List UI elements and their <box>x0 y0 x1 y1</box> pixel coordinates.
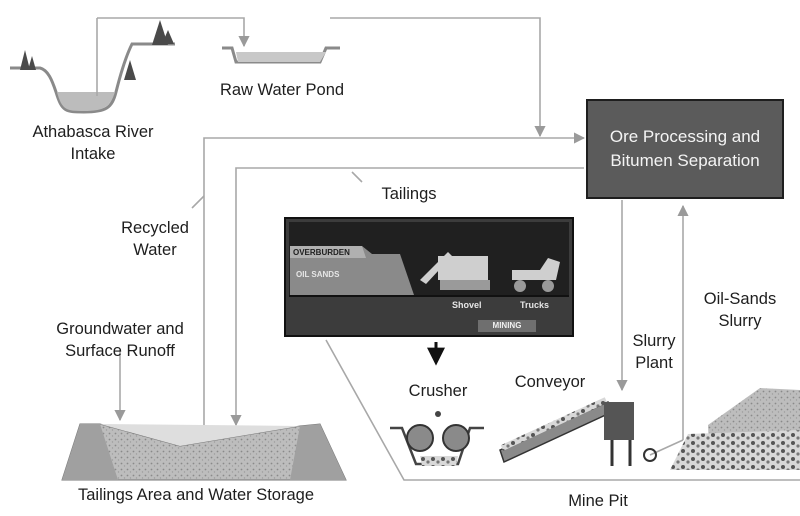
trucks-label: Trucks <box>520 300 550 310</box>
conveyor-illustration <box>499 397 657 466</box>
slurry-plant-label-line2: Plant <box>635 354 673 372</box>
conveyor-label: Conveyor <box>514 373 586 391</box>
mining-label: MINING <box>492 321 522 330</box>
oil-sands-slurry-label-line1: Oil-Sands <box>703 290 777 308</box>
ore-processing-box: Ore Processing and Bitumen Separation <box>586 99 784 199</box>
groundwater-label-line1: Groundwater and <box>56 320 184 338</box>
flow-lines <box>96 17 800 481</box>
ore-processing-label-line1: Ore Processing and <box>609 127 761 146</box>
truck-icon <box>512 258 560 292</box>
shovel-label: Shovel <box>452 300 482 310</box>
crusher-illustration <box>390 411 484 466</box>
slurry-plant-label: Slurry Plant <box>622 330 686 374</box>
shovel-icon <box>420 252 490 290</box>
recycled-label-line2: Water <box>133 241 177 259</box>
recycled-water-label: Recycled Water <box>110 217 200 261</box>
ore-processing-label-line2: Bitumen Separation <box>610 151 760 170</box>
oil-sands-slurry-label: Oil-Sands Slurry <box>692 288 788 332</box>
groundwater-label-line2: Surface Runoff <box>65 342 175 360</box>
tailings-pond-illustration <box>61 423 347 481</box>
oil-sands-slurry-label-line2: Slurry <box>718 312 762 330</box>
raw-water-pond-illustration <box>222 46 340 64</box>
athabasca-river-intake-label: Athabasca River Intake <box>8 121 178 165</box>
tree-icon <box>20 20 174 80</box>
groundwater-label: Groundwater and Surface Runoff <box>26 318 214 362</box>
athabasca-label-line1: Athabasca River <box>32 123 154 141</box>
mine-pit-label: Mine Pit <box>568 492 628 510</box>
oil-sands-pile-illustration <box>670 388 800 470</box>
raw-water-pond-label: Raw Water Pond <box>219 81 345 99</box>
recycled-label-line1: Recycled <box>121 219 189 237</box>
crusher-label: Crusher <box>408 382 468 400</box>
athabasca-label-line2: Intake <box>70 145 116 163</box>
tailings-label: Tailings <box>381 185 437 203</box>
slurry-plant-label-line1: Slurry <box>632 332 676 350</box>
overburden-label: OVERBURDEN <box>293 248 350 257</box>
tailings-area-label: Tailings Area and Water Storage <box>77 486 315 504</box>
oil-sands-layer-label: OIL SANDS <box>296 270 340 279</box>
mining-panel <box>284 217 574 337</box>
river-intake-illustration <box>10 20 175 114</box>
